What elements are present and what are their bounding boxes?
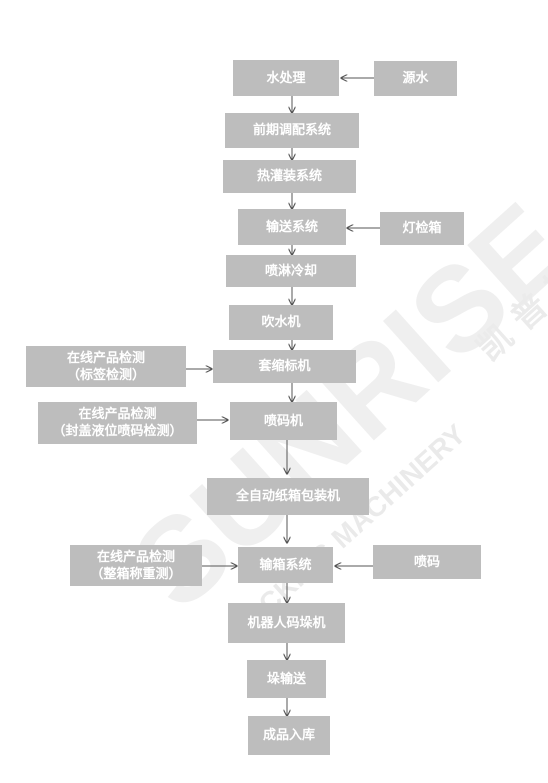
- node-label: 成品入库: [262, 728, 315, 743]
- node-light-box: 灯检箱: [380, 212, 464, 245]
- node-label-line1: 在线产品检测: [66, 350, 145, 366]
- node-water-treatment: 水处理: [233, 60, 339, 96]
- node-label: 全自动纸箱包装机: [235, 489, 340, 504]
- node-source-water: 源水: [374, 61, 457, 96]
- node-label: 喷码机: [263, 413, 303, 429]
- node-pre-mixing: 前期调配系统: [225, 113, 359, 148]
- node-label-line2: （标签检测）: [66, 367, 145, 383]
- node-label: 吹水机: [261, 315, 301, 330]
- node-inline-label-check: 在线产品检测 （标签检测）: [26, 346, 186, 387]
- node-label: 套缩标机: [258, 359, 311, 374]
- node-shrink-sleeve: 套缩标机: [213, 350, 356, 383]
- node-coder: 喷码机: [230, 402, 337, 440]
- node-label-line1: 在线产品检测: [96, 549, 175, 565]
- node-label: 水处理: [266, 70, 306, 86]
- node-label: 垛输送: [266, 671, 306, 687]
- node-label: 源水: [402, 71, 429, 86]
- node-label-line2: （整箱称重测）: [90, 566, 182, 582]
- node-conveying: 输送系统: [238, 209, 346, 245]
- node-label: 输箱系统: [259, 557, 312, 573]
- node-label: 喷淋冷却: [264, 263, 317, 279]
- node-label-line2: （封盖液位喷码检测）: [52, 424, 183, 439]
- node-case-conveying: 输箱系统: [238, 547, 333, 583]
- node-label-line1: 在线产品检测: [78, 407, 157, 422]
- node-label: 热灌装系统: [256, 169, 322, 184]
- node-warehouse: 成品入库: [248, 716, 330, 755]
- node-case-coding: 喷码: [373, 545, 481, 579]
- node-label: 机器人码垛机: [247, 615, 326, 631]
- node-case-packer: 全自动纸箱包装机: [207, 478, 369, 515]
- node-pallet-conveying: 垛输送: [247, 660, 326, 698]
- node-blow-dryer: 吹水机: [229, 305, 333, 340]
- node-robot-palletizer: 机器人码垛机: [228, 603, 345, 643]
- node-hot-filling: 热灌装系统: [223, 160, 356, 193]
- node-inline-weight-check: 在线产品检测 （整箱称重测）: [70, 545, 202, 586]
- node-inline-cap-check: 在线产品检测 （封盖液位喷码检测）: [38, 402, 197, 444]
- node-label: 前期调配系统: [252, 123, 331, 138]
- node-label: 灯检箱: [402, 221, 442, 236]
- node-label: 喷码: [413, 554, 440, 570]
- node-label: 输送系统: [265, 219, 318, 235]
- node-spray-cooling: 喷淋冷却: [226, 255, 356, 287]
